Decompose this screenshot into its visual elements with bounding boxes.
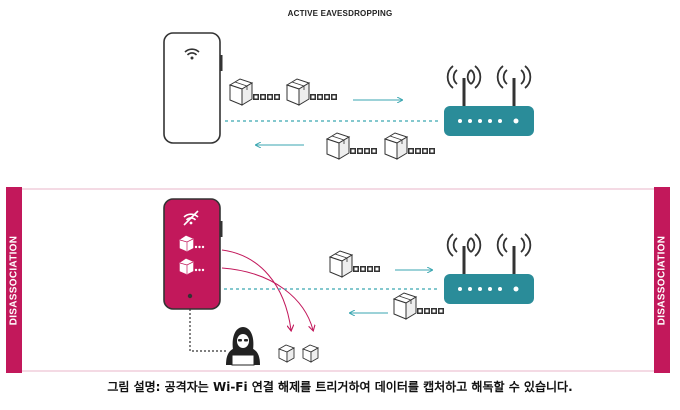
- side-label-right: DISASSOCIATION: [656, 235, 668, 326]
- figure-caption: 그림 설명: 공격자는 Wi-Fi 연결 해제를 트리거하여 데이터를 캡처하고…: [107, 380, 573, 394]
- packet-icon: [326, 132, 378, 160]
- diagram-title: ACTIVE EAVESDROPPING: [287, 9, 393, 18]
- packet-icon: [384, 132, 436, 160]
- packet-icon: [229, 78, 281, 106]
- packet-icon: [329, 250, 381, 278]
- bottom-phone: [163, 198, 223, 310]
- side-bar-right: [654, 187, 670, 373]
- wifi-icon: [184, 48, 200, 60]
- wifi-off-icon: [183, 210, 199, 226]
- side-bar-left: [6, 187, 22, 373]
- packet-icon: [393, 292, 445, 320]
- attacker-link: [189, 309, 226, 352]
- captured-packet-icon: [301, 344, 320, 363]
- hacker-icon: [226, 327, 260, 366]
- packet-icon: [286, 78, 338, 106]
- packet-icon: [179, 235, 205, 252]
- side-label-left: DISASSOCIATION: [8, 235, 20, 326]
- router-icon: [442, 232, 536, 306]
- intercept-arrow: [221, 249, 291, 330]
- packet-icon: [179, 258, 205, 275]
- router-icon: [442, 64, 536, 138]
- top-phone: [163, 32, 223, 144]
- captured-packet-icon: [277, 344, 296, 363]
- intercept-arrow: [221, 267, 313, 330]
